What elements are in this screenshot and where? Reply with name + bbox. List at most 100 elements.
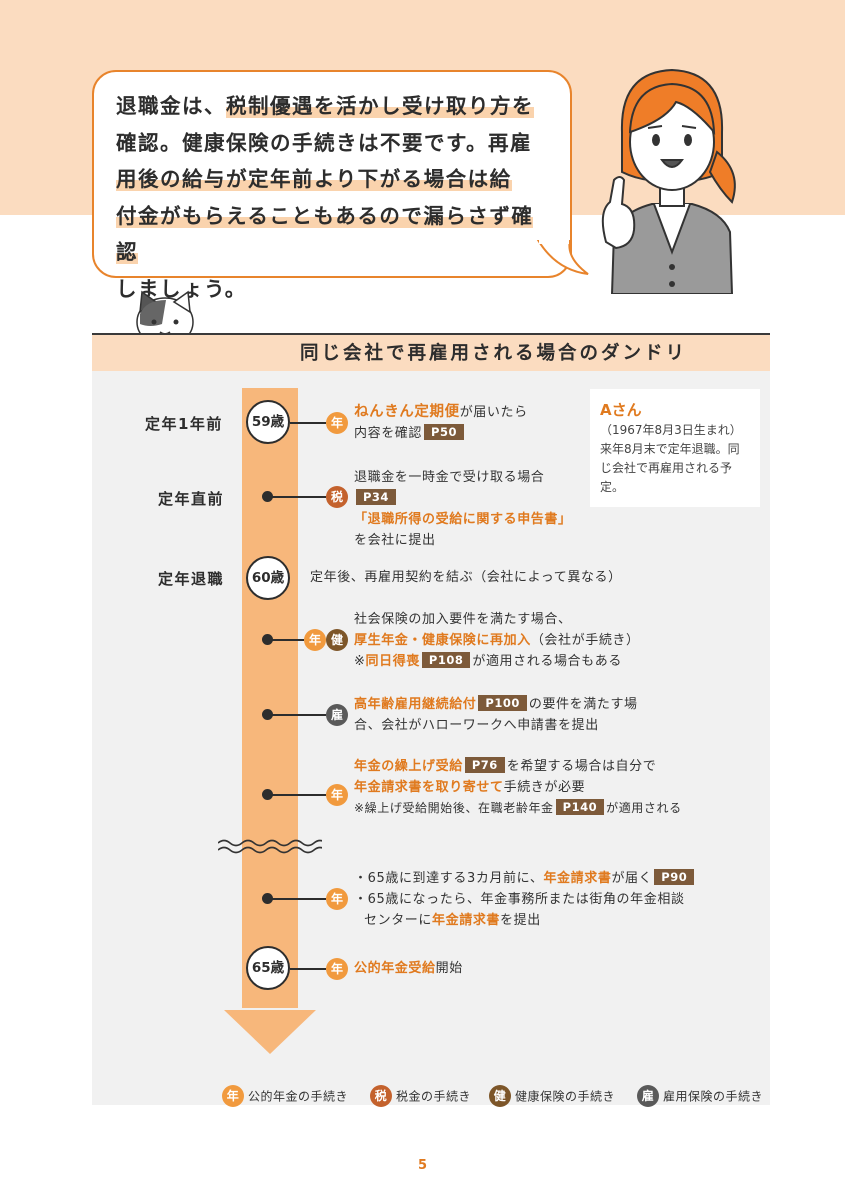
legend-label: 雇用保険の手続き <box>663 1089 764 1104</box>
legend-label: 健康保険の手続き <box>515 1089 616 1104</box>
bubble-tail <box>536 240 589 275</box>
item-claim-text5: を提出 <box>500 913 541 928</box>
connector-line <box>290 422 326 424</box>
page-ref-tag: P76 <box>464 757 505 773</box>
item-benefit-text2: 合、会社がハローワークへ申請書を提出 <box>354 718 599 733</box>
item-social-text2: （会社が手続き） <box>530 633 640 648</box>
tax-badge: 税 <box>326 486 348 508</box>
page-ref-tag: P100 <box>478 695 527 711</box>
page-ref-tag: P108 <box>421 652 471 668</box>
item-benefit-emphasis: 高年齢雇用継続給付 <box>354 697 477 712</box>
item-social-emphasis1: 厚生年金・健康保険に再加入 <box>354 633 531 648</box>
section-title-bar: 同じ会社で再雇用される場合のダンドリ <box>92 333 770 375</box>
legend-item-pension: 年公的年金の手続き <box>222 1085 348 1107</box>
timeline-arrow <box>224 388 316 1054</box>
advisor-woman-illustration <box>601 68 736 294</box>
speech-bubble: 退職金は、税制優遇を活かし受け取り方を 確認。健康保険の手続きは不要です。再雇 … <box>92 70 572 301</box>
age-circle-60: 60歳 <box>246 556 290 600</box>
item-social-text3: ※ <box>354 654 366 669</box>
page-number: 5 <box>417 1158 428 1173</box>
item-early-text4: が適用される <box>606 801 682 815</box>
age-circle-59: 59歳 <box>246 400 290 444</box>
section-title: 同じ会社で再雇用される場合のダンドリ <box>299 343 687 364</box>
item-pension-start: 公的年金受給開始 <box>354 958 463 979</box>
item-benefit-text1: の要件を満たす場 <box>528 697 638 712</box>
item-teikibin-text1: が届いたら <box>459 405 528 420</box>
item-early-text2: 手続きが必要 <box>503 780 586 795</box>
bubble-line-1b: 税制優遇を活かし受け取り方を <box>226 94 534 118</box>
pension-badge: 年 <box>304 629 326 651</box>
case-box: Aさん （1967年8月3日生まれ） 来年8月末で定年退職。同 じ会社で再雇用さ… <box>590 389 760 507</box>
item-allowance-text1: 退職金を一時金で受け取る場合 <box>354 470 545 485</box>
legend-label: 税金の手続き <box>396 1089 472 1104</box>
legend-item-employment: 雇雇用保険の手続き <box>637 1085 763 1107</box>
tax-badge: 税 <box>370 1085 392 1107</box>
item-claim-text1: ・65歳に到達する3カ月前に、 <box>354 871 544 886</box>
connector-line <box>270 794 326 796</box>
item-social-text4: が適用される場合もある <box>472 654 622 669</box>
item-social-text1: 社会保険の加入要件を満たす場合、 <box>354 612 572 627</box>
page-ref-tag: P90 <box>654 869 695 885</box>
bubble-line-2: 確認。健康保険の手続きは不要です。再雇 <box>116 130 532 155</box>
stage-label-just-before: 定年直前 <box>158 490 225 508</box>
stage-label-retirement: 定年退職 <box>158 570 225 588</box>
stage-label-one-year-before: 定年1年前 <box>145 415 223 433</box>
item-retirement-allowance: 退職金を一時金で受け取る場合 P34 「退職所得の受給に関する申告書」 を会社に… <box>354 467 572 551</box>
age-circle-65: 65歳 <box>246 946 290 990</box>
item-claim-emphasis2: 年金請求書 <box>432 913 501 928</box>
timeline-dot <box>262 634 273 645</box>
item-claim-text3: ・65歳になったら、年金事務所または街角の年金相談 <box>354 892 685 907</box>
legend-label: 公的年金の手続き <box>248 1089 349 1104</box>
legend-item-health: 健健康保険の手続き <box>489 1085 615 1107</box>
bubble-line-1a: 退職金は、 <box>116 94 226 118</box>
item-teikibin-emphasis: ねんきん定期便 <box>354 404 460 420</box>
employment-insurance-badge: 雇 <box>637 1085 659 1107</box>
pension-badge: 年 <box>326 412 348 434</box>
pension-badge: 年 <box>326 888 348 910</box>
item-reemployment-contract: 定年後、再雇用契約を結ぶ（会社によって異なる） <box>310 570 622 585</box>
page-ref-tag: P140 <box>555 799 605 815</box>
item-claim-text2: が届く <box>611 871 653 886</box>
item-early-emphasis1: 年金の繰上げ受給 <box>354 759 463 774</box>
item-teikibin-text2: 内容を確認 <box>354 426 423 441</box>
connector-line <box>290 968 326 970</box>
case-line-3: 定。 <box>600 480 625 494</box>
item-start-emphasis: 公的年金受給 <box>354 961 436 976</box>
connector-line <box>270 714 326 716</box>
item-allowance-emphasis: 「退職所得の受給に関する申告書」 <box>354 512 572 527</box>
case-name: Aさん <box>600 401 642 419</box>
item-social-insurance: 社会保険の加入要件を満たす場合、 厚生年金・健康保険に再加入（会社が手続き） ※… <box>354 609 640 672</box>
page-ref-tag: P50 <box>424 424 464 440</box>
item-early-text3: ※繰上げ受給開始後、在職老齢年金 <box>354 801 554 815</box>
bubble-text: 退職金は、税制優遇を活かし受け取り方を 確認。健康保険の手続きは不要です。再雇 … <box>116 88 548 307</box>
legend-item-tax: 税税金の手続き <box>370 1085 471 1107</box>
item-early-emphasis2: 年金請求書を取り寄せて <box>354 780 504 795</box>
pension-badge: 年 <box>326 784 348 806</box>
employment-insurance-badge: 雇 <box>326 704 348 726</box>
item-social-emphasis2: 同日得喪 <box>365 654 420 669</box>
case-line-2: じ会社で再雇用される予 <box>600 461 733 475</box>
item-early-text1: を希望する場合は自分で <box>506 759 657 774</box>
timeline-dot <box>262 709 273 720</box>
item-claim-emphasis1: 年金請求書 <box>543 871 612 886</box>
pension-badge: 年 <box>222 1085 244 1107</box>
health-insurance-badge: 健 <box>489 1085 511 1107</box>
timeline-dot <box>262 789 273 800</box>
timeline-dot <box>262 893 273 904</box>
item-start-text: 開始 <box>435 961 463 976</box>
case-detail: （1967年8月3日生まれ） <box>600 423 742 437</box>
health-insurance-badge: 健 <box>326 629 348 651</box>
item-claim-text4: センターに <box>364 913 433 928</box>
page-ref-tag: P34 <box>356 489 396 505</box>
case-line-1: 来年8月末で定年退職。同 <box>600 442 740 456</box>
connector-line <box>270 639 304 641</box>
pension-badge: 年 <box>326 958 348 980</box>
item-allowance-text2: を会社に提出 <box>354 533 436 548</box>
connector-line <box>270 496 326 498</box>
bubble-line-3: 用後の給与が定年前より下がる場合は給 <box>116 167 512 191</box>
bubble-line-4: 付金がもらえることもあるので漏らさず確認 <box>116 203 534 264</box>
